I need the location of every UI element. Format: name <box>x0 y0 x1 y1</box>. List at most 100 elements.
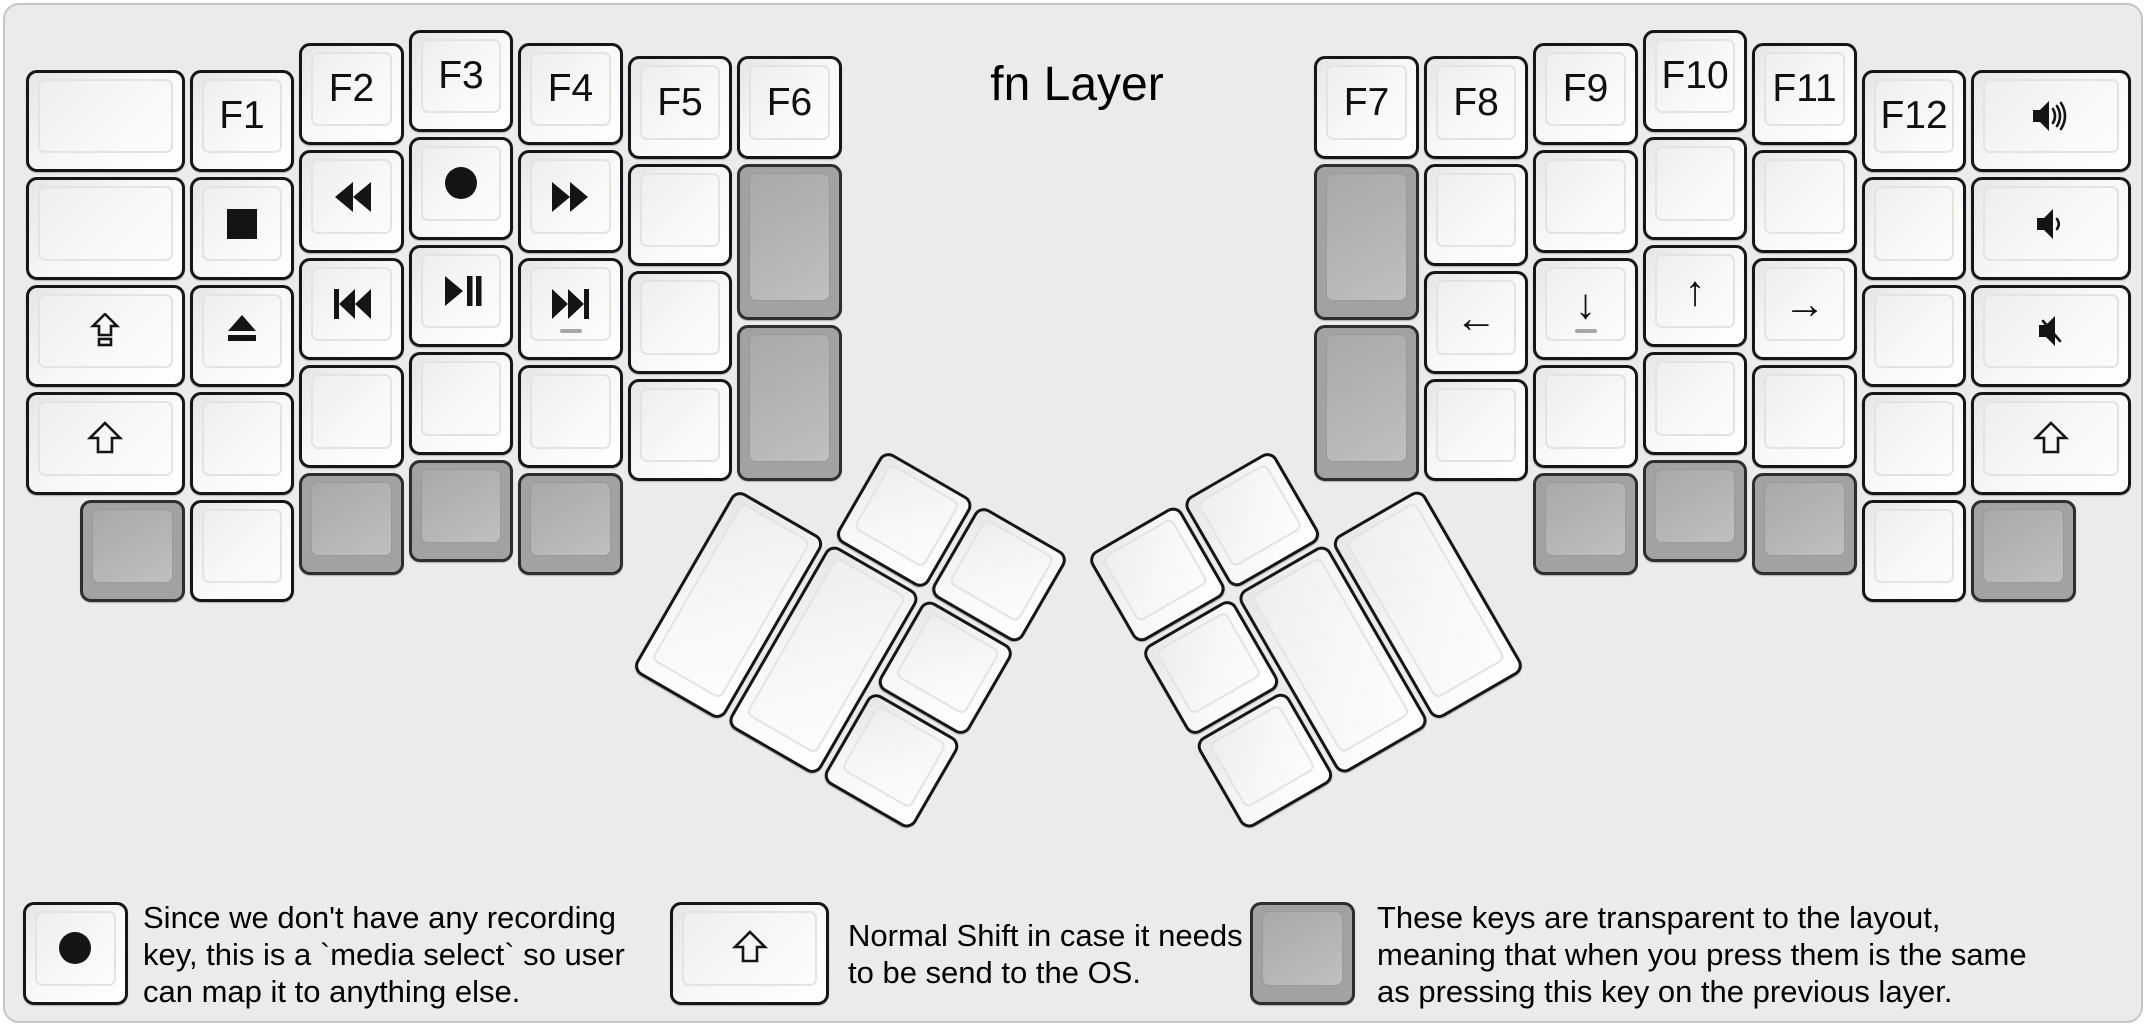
keycap-top: F11 <box>1764 51 1845 127</box>
keycap-top <box>1983 78 2119 154</box>
key-f2[interactable]: F2 <box>299 42 404 146</box>
keycap-top <box>749 172 830 302</box>
key-volume-down[interactable] <box>1971 177 2131 280</box>
key-blank[interactable] <box>408 352 514 455</box>
key-f11[interactable]: F11 <box>1752 42 1857 146</box>
legend-line: as pressing this key on the previous lay… <box>1377 974 1953 1009</box>
key-blank[interactable] <box>627 163 733 267</box>
key-f6[interactable]: F6 <box>737 56 842 159</box>
key-stop[interactable] <box>189 177 295 280</box>
keycap-top <box>639 172 721 248</box>
key-blank[interactable] <box>1533 365 1638 468</box>
key-f7[interactable]: F7 <box>1314 56 1419 159</box>
key-transparent[interactable] <box>1752 472 1857 576</box>
key-rewind[interactable] <box>299 150 404 253</box>
key-transparent[interactable] <box>518 472 623 576</box>
key-transparent[interactable] <box>737 325 842 482</box>
keycap-top <box>1262 911 1343 986</box>
homing-bar <box>1574 329 1597 334</box>
keycap-top: F10 <box>1654 38 1736 113</box>
key-label: F6 <box>766 80 813 124</box>
key-blank[interactable] <box>627 271 733 374</box>
keycap-top <box>420 253 502 328</box>
key-shift-sample[interactable] <box>670 902 830 1005</box>
key-label: F11 <box>1772 67 1837 111</box>
keycap-top <box>893 610 1001 716</box>
key-prev-track[interactable] <box>299 257 404 361</box>
key-f10[interactable]: F10 <box>1642 29 1748 132</box>
key-blank[interactable] <box>189 499 295 603</box>
key-transparent-sample[interactable] <box>1250 902 1355 1005</box>
key-transparent[interactable] <box>80 499 185 603</box>
key-blank[interactable] <box>189 392 295 495</box>
key-shift[interactable] <box>25 392 185 495</box>
key-f3[interactable]: F3 <box>408 29 514 132</box>
key-arrow-up[interactable]: ↑ <box>1642 244 1748 347</box>
key-mute[interactable] <box>1971 284 2131 388</box>
key-blank[interactable] <box>1423 378 1529 482</box>
key-f4[interactable]: F4 <box>518 42 623 146</box>
key-blank[interactable] <box>627 378 733 482</box>
key-blank[interactable] <box>25 177 185 280</box>
key-transparent[interactable] <box>1971 499 2076 603</box>
key-arrow-left[interactable]: ← <box>1423 271 1529 374</box>
key-f12[interactable]: F12 <box>1861 69 1967 173</box>
prev-track-icon <box>330 286 374 322</box>
key-f9[interactable]: F9 <box>1533 42 1638 146</box>
key-transparent[interactable] <box>1533 472 1638 576</box>
keycap-top: F1 <box>201 78 283 154</box>
legend-line: to be send to the OS. <box>848 955 1141 990</box>
key-caps-lock[interactable] <box>25 284 185 388</box>
key-transparent[interactable] <box>1314 163 1419 321</box>
key-fast-forward[interactable] <box>518 150 623 253</box>
legend-item-normal-shift: Normal Shift in case it needs to be send… <box>670 895 1243 1021</box>
keycap-top <box>1764 374 1845 449</box>
keycap-top <box>1654 146 1736 221</box>
key-record-sample[interactable] <box>23 902 128 1005</box>
keycap-top <box>1873 401 1955 476</box>
key-transparent[interactable] <box>737 163 842 321</box>
keycap-top <box>92 508 173 584</box>
key-arrow-down[interactable]: ↓ <box>1533 257 1638 361</box>
key-shift[interactable] <box>1971 392 2131 495</box>
keycap-top: F5 <box>639 65 721 140</box>
key-blank[interactable] <box>1752 150 1857 253</box>
keycap-top <box>947 517 1055 623</box>
key-arrow-right[interactable]: → <box>1752 257 1857 361</box>
layer-title: fn Layer <box>990 58 1164 111</box>
keycap-top <box>530 266 611 342</box>
key-blank[interactable] <box>25 69 185 173</box>
key-blank[interactable] <box>1861 392 1967 495</box>
key-blank[interactable] <box>1642 137 1748 240</box>
keycap-top <box>840 703 948 809</box>
key-label: F2 <box>328 67 375 111</box>
key-blank[interactable] <box>1642 352 1748 455</box>
keycap-top <box>1764 481 1845 557</box>
key-f8[interactable]: F8 <box>1423 56 1529 159</box>
key-blank[interactable] <box>1861 284 1967 388</box>
key-transparent[interactable] <box>1314 325 1419 482</box>
key-volume-up[interactable] <box>1971 69 2131 173</box>
keycap-top <box>201 401 283 476</box>
key-blank[interactable] <box>1861 177 1967 280</box>
key-play-pause[interactable] <box>408 244 514 347</box>
keycap-top <box>1983 401 2119 476</box>
key-record[interactable] <box>408 137 514 240</box>
key-blank[interactable] <box>1861 499 1967 603</box>
key-label: F10 <box>1661 53 1729 97</box>
key-blank[interactable] <box>1423 163 1529 267</box>
key-f5[interactable]: F5 <box>627 56 733 159</box>
key-f1[interactable]: F1 <box>189 69 295 173</box>
key-blank[interactable] <box>518 365 623 468</box>
keycap-top <box>37 401 173 476</box>
key-transparent[interactable] <box>299 472 404 576</box>
key-transparent[interactable] <box>408 459 514 562</box>
legend-line: key, this is a `media select` so user <box>143 937 625 972</box>
key-transparent[interactable] <box>1642 459 1748 562</box>
key-blank[interactable] <box>299 365 404 468</box>
key-next-track[interactable] <box>518 257 623 361</box>
key-eject[interactable] <box>189 284 295 388</box>
keycap-top <box>1654 468 1736 543</box>
key-blank[interactable] <box>1533 150 1638 253</box>
key-blank[interactable] <box>1752 365 1857 468</box>
